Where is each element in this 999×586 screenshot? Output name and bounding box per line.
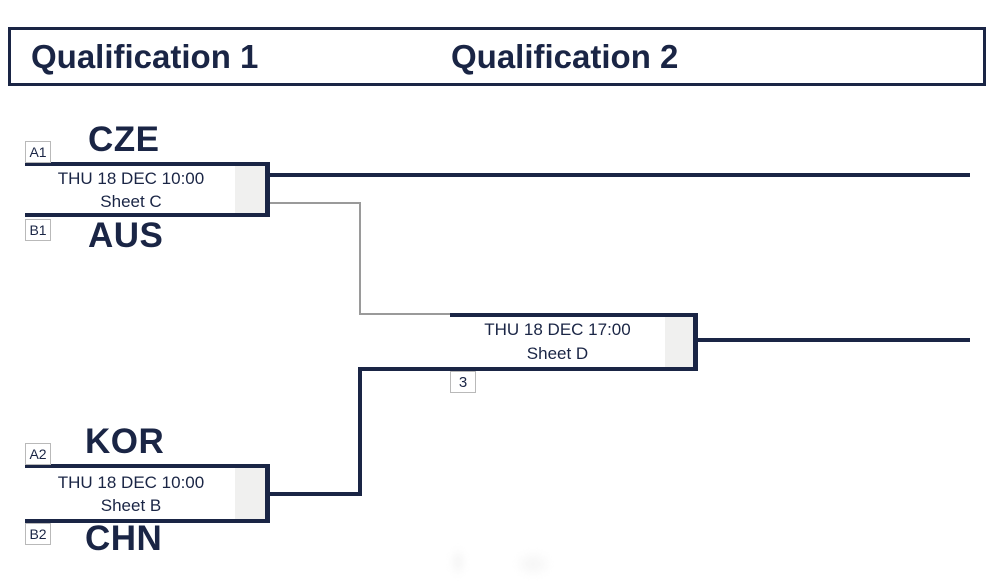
match-box-sheet-d: THU 18 DEC 17:00 Sheet D <box>450 313 698 371</box>
match-result-strip <box>235 166 265 213</box>
team-name-chn: CHN <box>85 519 163 558</box>
match-result-strip <box>235 468 265 519</box>
team-name-kor: KOR <box>85 422 165 461</box>
watermark-smudge <box>428 536 568 584</box>
match-box-sheet-b: THU 18 DEC 10:00 Sheet B <box>25 464 270 523</box>
game-number-box: 3 <box>450 371 476 393</box>
winner-line-sheet-c <box>270 173 970 177</box>
round-title-qualification-1: Qualification 1 <box>31 38 259 75</box>
match-sheet: Sheet B <box>100 495 162 515</box>
connector-navy-vertical <box>358 367 362 496</box>
connector-navy-horizontal-top <box>358 367 450 371</box>
match-box-sheet-c: THU 18 DEC 10:00 Sheet C <box>25 162 270 217</box>
seed-label-a2: A2 <box>25 443 51 465</box>
match-info-sheet-c: THU 18 DEC 10:00 Sheet C <box>25 166 265 213</box>
match-datetime: THU 18 DEC 10:00 <box>57 168 205 188</box>
round-title-qualification-2: Qualification 2 <box>451 38 679 75</box>
seed-label-a1: A1 <box>25 141 51 163</box>
match-info-sheet-b: THU 18 DEC 10:00 Sheet B <box>25 468 265 519</box>
match-sheet: Sheet D <box>526 344 589 363</box>
team-name-aus: AUS <box>88 216 164 255</box>
connector-gray-horizontal-bottom <box>359 313 452 315</box>
seed-label-b1: B1 <box>25 219 51 241</box>
connector-gray-vertical <box>359 202 361 315</box>
round-header-box: Qualification 1 Qualification 2 <box>8 27 986 86</box>
match-datetime: THU 18 DEC 10:00 <box>57 472 205 492</box>
match-result-strip <box>665 317 693 367</box>
match-sheet: Sheet C <box>100 191 162 211</box>
match-info-sheet-d: THU 18 DEC 17:00 Sheet D <box>450 317 693 367</box>
connector-navy-horizontal-bottom <box>270 492 362 496</box>
winner-line-sheet-d <box>698 338 970 342</box>
connector-gray-horizontal-top <box>270 202 361 204</box>
team-name-cze: CZE <box>88 120 160 159</box>
match-datetime: THU 18 DEC 17:00 <box>484 320 631 339</box>
seed-label-b2: B2 <box>25 523 51 545</box>
